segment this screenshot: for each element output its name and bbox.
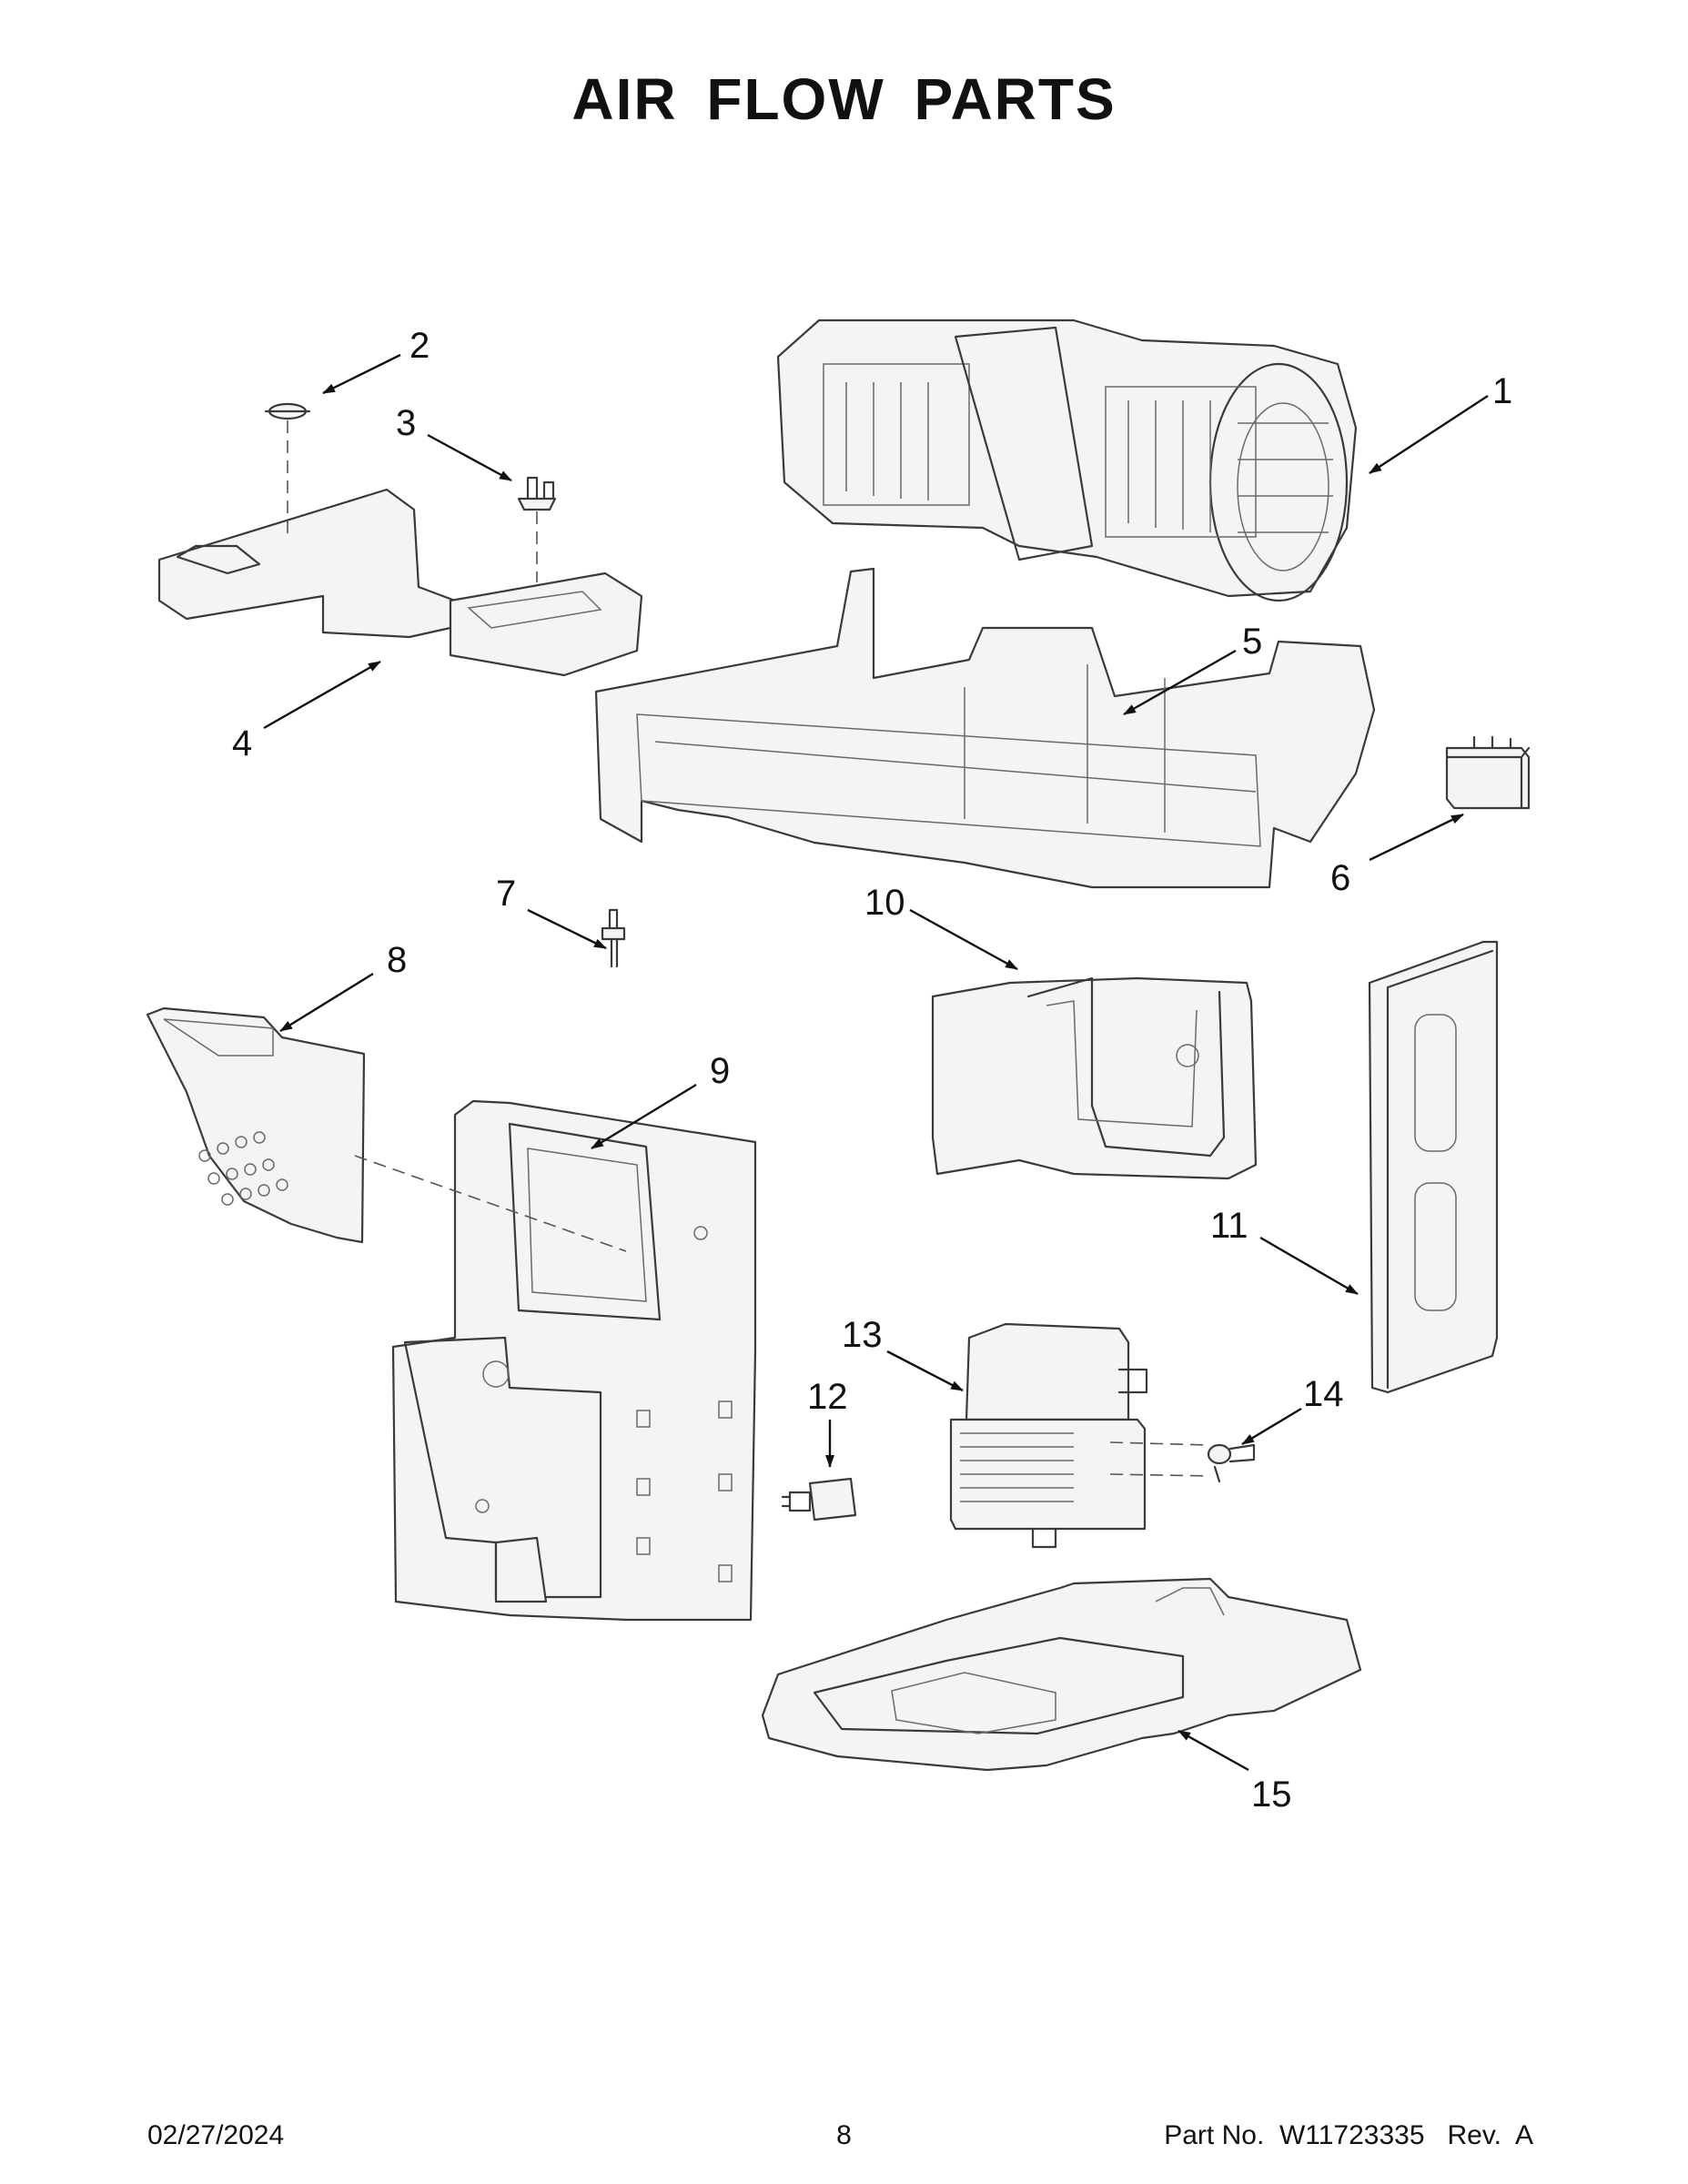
part-3-thermostat bbox=[517, 476, 557, 511]
part-10-bracket bbox=[931, 976, 1258, 1180]
callout-15: 15 bbox=[1251, 1774, 1292, 1815]
callout-10: 10 bbox=[864, 883, 905, 923]
callout-4: 4 bbox=[232, 723, 252, 763]
callout-numbers: 1 2 3 4 5 6 7 8 9 10 11 12 13 14 15 bbox=[232, 326, 1512, 1815]
footer-page-number: 8 bbox=[836, 2120, 852, 2150]
callout-2: 2 bbox=[409, 326, 430, 366]
part-4-duct bbox=[157, 488, 643, 677]
part-9-frame bbox=[391, 1099, 757, 1622]
part-6-capacitor bbox=[1445, 735, 1531, 810]
callout-12: 12 bbox=[807, 1377, 848, 1417]
part-15-base-plate bbox=[761, 1577, 1362, 1772]
part-13-magnetron bbox=[949, 1322, 1148, 1549]
part-14-thermal-cutoff bbox=[1207, 1443, 1256, 1483]
callout-5: 5 bbox=[1242, 622, 1262, 662]
callout-9: 9 bbox=[710, 1051, 730, 1091]
part-2-thermostat bbox=[264, 402, 311, 420]
callout-13: 13 bbox=[842, 1315, 883, 1355]
footer-part-number: Part No. W11723335 Rev. A bbox=[1164, 2120, 1533, 2150]
callout-8: 8 bbox=[387, 940, 407, 980]
part-11-side-panel bbox=[1368, 940, 1499, 1394]
part-12-switch bbox=[781, 1477, 857, 1522]
callout-3: 3 bbox=[396, 403, 416, 443]
callout-14: 14 bbox=[1303, 1374, 1344, 1414]
page-title: AIR FLOW PARTS bbox=[571, 66, 1117, 132]
part-5-base-bracket bbox=[594, 567, 1376, 889]
leader-lines bbox=[263, 353, 1489, 1772]
footer-date: 02/27/2024 bbox=[147, 2120, 285, 2150]
callout-7: 7 bbox=[496, 874, 516, 914]
part-8-duct-cover bbox=[146, 1006, 366, 1244]
part-7-pin bbox=[601, 908, 626, 968]
callout-1: 1 bbox=[1492, 371, 1512, 411]
part-1-blower-assembly bbox=[776, 318, 1358, 602]
callout-11: 11 bbox=[1210, 1206, 1248, 1246]
callout-6: 6 bbox=[1330, 858, 1350, 898]
